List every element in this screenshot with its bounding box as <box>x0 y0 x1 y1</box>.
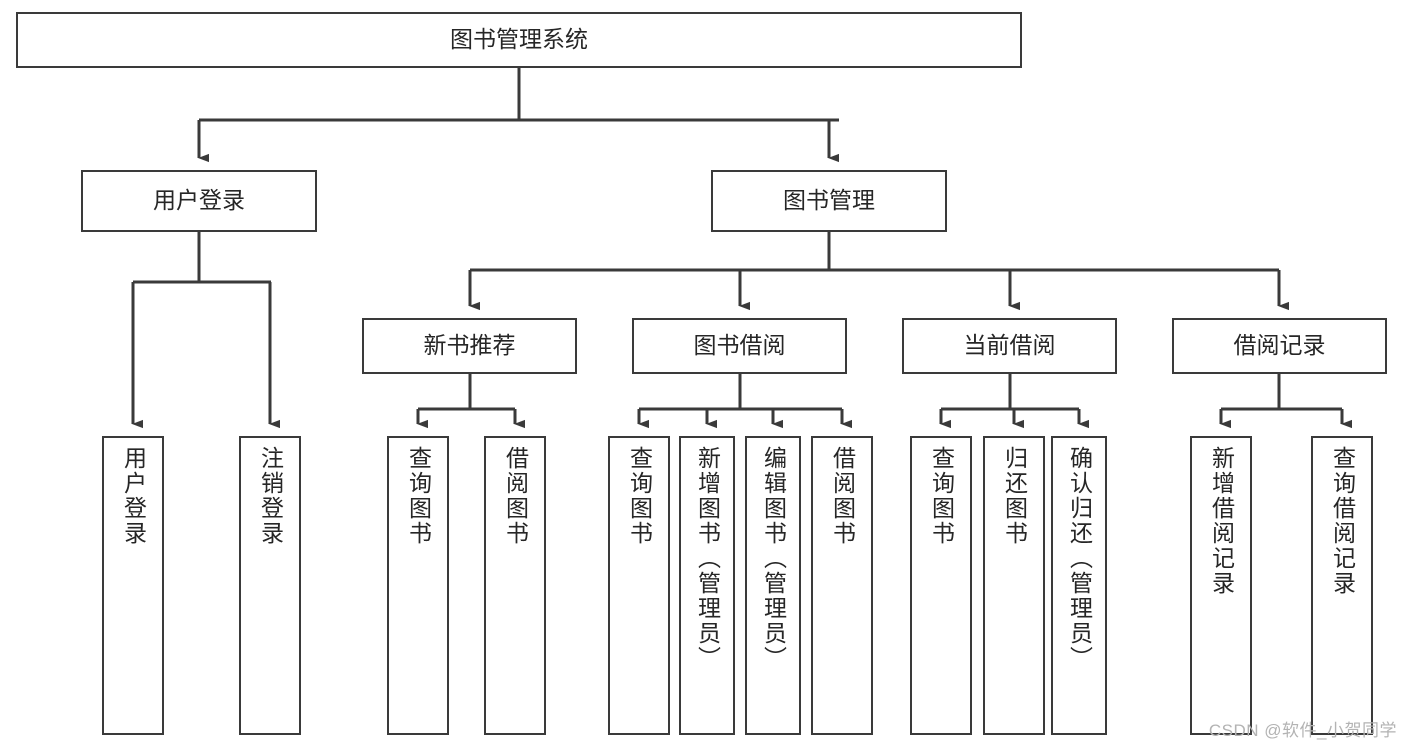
node-leaf-user-login[interactable]: 用户登录 <box>102 436 164 735</box>
node-leaf-query-book-borrow[interactable]: 查询图书 <box>608 436 670 735</box>
node-leaf-query-record[interactable]: 查询借阅记录 <box>1311 436 1373 735</box>
node-leaf-add-book[interactable]: 新增图书（管理员） <box>679 436 735 735</box>
node-leaf-confirm-return[interactable]: 确认归还（管理员） <box>1051 436 1107 735</box>
node-leaf-logout-label: 注销登录 <box>257 446 284 546</box>
node-book-manage[interactable]: 图书管理 <box>711 170 947 232</box>
node-leaf-edit-book[interactable]: 编辑图书（管理员） <box>745 436 801 735</box>
node-leaf-borrow-book-label: 借阅图书 <box>829 446 856 546</box>
node-root[interactable]: 图书管理系统 <box>16 12 1022 68</box>
node-user-login[interactable]: 用户登录 <box>81 170 317 232</box>
node-leaf-add-record[interactable]: 新增借阅记录 <box>1190 436 1252 735</box>
node-user-login-label: 用户登录 <box>153 187 245 214</box>
node-leaf-return-book[interactable]: 归还图书 <box>983 436 1045 735</box>
node-leaf-query-book-cur-label: 查询图书 <box>928 446 955 546</box>
node-leaf-user-login-label: 用户登录 <box>120 446 147 546</box>
watermark: CSDN @软件_小贺同学 <box>1208 721 1397 740</box>
node-leaf-query-book-rec[interactable]: 查询图书 <box>387 436 449 735</box>
node-new-book-rec[interactable]: 新书推荐 <box>362 318 577 374</box>
node-borrow-record-label: 借阅记录 <box>1233 332 1326 359</box>
node-root-label: 图书管理系统 <box>450 26 588 53</box>
node-leaf-borrow-book-rec[interactable]: 借阅图书 <box>484 436 546 735</box>
node-leaf-query-book-cur[interactable]: 查询图书 <box>910 436 972 735</box>
node-leaf-return-book-label: 归还图书 <box>1001 446 1028 546</box>
node-leaf-edit-book-label: 编辑图书（管理员） <box>760 446 787 671</box>
node-borrow-record[interactable]: 借阅记录 <box>1172 318 1387 374</box>
node-leaf-borrow-book-rec-label: 借阅图书 <box>502 446 529 546</box>
node-leaf-query-book-borrow-label: 查询图书 <box>626 446 653 546</box>
node-leaf-query-book-rec-label: 查询图书 <box>405 446 432 546</box>
node-new-book-rec-label: 新书推荐 <box>423 332 516 359</box>
node-leaf-confirm-return-label: 确认归还（管理员） <box>1066 446 1093 671</box>
node-current-borrow[interactable]: 当前借阅 <box>902 318 1117 374</box>
node-current-borrow-label: 当前借阅 <box>963 332 1056 359</box>
node-leaf-logout[interactable]: 注销登录 <box>239 436 301 735</box>
node-book-borrow[interactable]: 图书借阅 <box>632 318 847 374</box>
node-book-borrow-label: 图书借阅 <box>693 332 786 359</box>
node-leaf-add-record-label: 新增借阅记录 <box>1208 446 1235 596</box>
node-leaf-borrow-book[interactable]: 借阅图书 <box>811 436 873 735</box>
node-book-manage-label: 图书管理 <box>783 187 875 214</box>
node-leaf-query-record-label: 查询借阅记录 <box>1329 446 1356 596</box>
node-leaf-add-book-label: 新增图书（管理员） <box>694 446 721 671</box>
